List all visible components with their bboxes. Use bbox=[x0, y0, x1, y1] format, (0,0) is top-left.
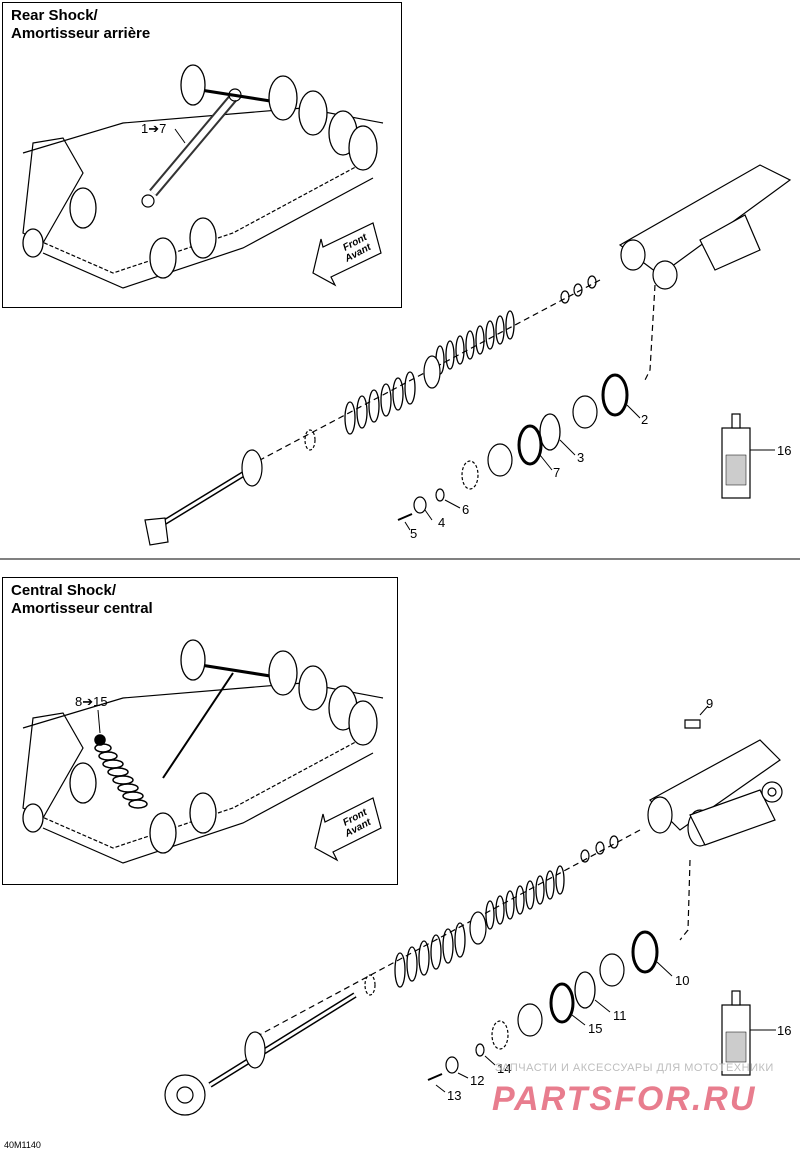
part-label-5: 5 bbox=[410, 526, 417, 541]
central-shock-inset: Central Shock/ Amortisseur central bbox=[2, 577, 398, 885]
front-direction-arrow: Front Avant bbox=[312, 222, 382, 287]
central-shock-title-line1: Central Shock/ bbox=[11, 582, 117, 599]
part-label-16-bottom: 16 bbox=[777, 1023, 791, 1038]
rear-shock-exploded-view: 2 3 4 5 6 7 16 bbox=[0, 164, 800, 560]
central-shock-coil bbox=[94, 734, 148, 809]
part-label-7: 7 bbox=[553, 465, 560, 480]
rear-shock-callout: 1➔7 bbox=[141, 121, 166, 136]
part-label-16-top: 16 bbox=[777, 443, 791, 458]
part-label-11: 11 bbox=[613, 1008, 627, 1023]
part-label-9: 9 bbox=[706, 696, 713, 711]
central-suspension-illustration: 8➔15 Front Avant bbox=[22, 639, 384, 864]
part-label-15: 15 bbox=[588, 1021, 602, 1036]
figure-code: 40M1140 bbox=[4, 1140, 41, 1150]
idler-wheels bbox=[22, 64, 378, 279]
central-shock-title-line2: Amortisseur central bbox=[11, 600, 153, 617]
rear-shock-title-line1: Rear Shock/ bbox=[11, 7, 98, 24]
front-direction-arrow: Front Avant bbox=[314, 797, 382, 862]
rear-shock-title: Rear Shock/ Amortisseur arrière bbox=[11, 7, 150, 43]
rear-suspension-illustration: 1➔7 Front Avant bbox=[22, 64, 384, 289]
rear-shock-inset: Rear Shock/ Amortisseur arrière bbox=[2, 2, 402, 308]
part-label-6: 6 bbox=[462, 502, 469, 517]
watermark-brand: PARTSFOR.RU bbox=[492, 1080, 757, 1118]
central-shock-title: Central Shock/ Amortisseur central bbox=[11, 582, 153, 618]
central-shock-callout: 8➔15 bbox=[75, 694, 108, 709]
watermark-text: ЗАПЧАСТИ И АКСЕССУАРЫ ДЛЯ МОТОТЕХНИКИ bbox=[495, 1062, 774, 1074]
part-label-12: 12 bbox=[470, 1073, 484, 1088]
oil-bottle-icon bbox=[721, 413, 751, 499]
part-label-13: 13 bbox=[447, 1088, 461, 1103]
rear-shock-title-line2: Amortisseur arrière bbox=[11, 25, 151, 42]
part-label-10: 10 bbox=[675, 973, 689, 988]
part-label-2: 2 bbox=[641, 412, 648, 427]
part-label-3: 3 bbox=[577, 450, 584, 465]
part-label-4: 4 bbox=[438, 515, 445, 530]
